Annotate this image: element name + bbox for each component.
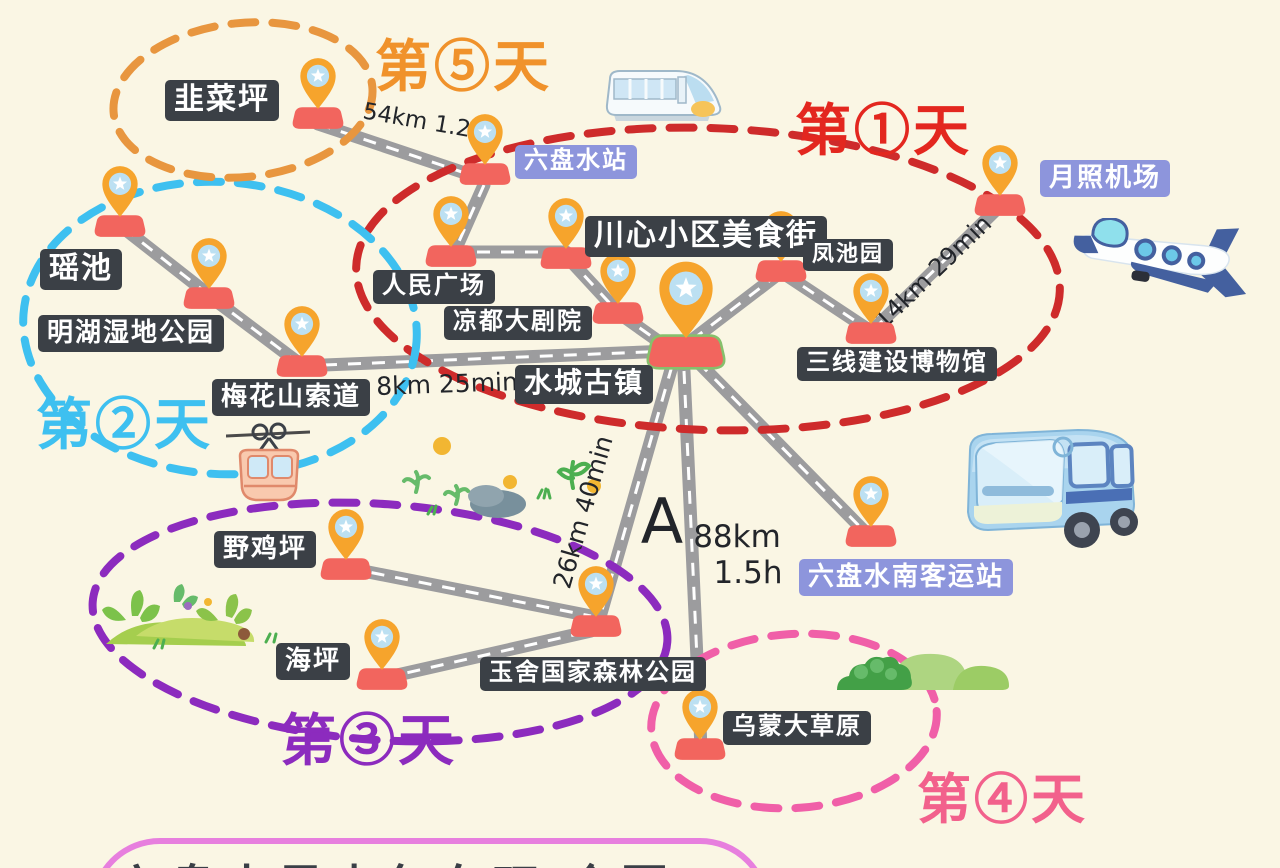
liupanshui-station-pin xyxy=(457,108,514,186)
day-4-ellipse xyxy=(647,629,941,813)
sanxian-museum-pin xyxy=(843,267,900,345)
day-2-ellipse xyxy=(19,177,421,479)
flowers-rock-icon xyxy=(398,434,603,525)
day-5-ellipse xyxy=(109,18,377,182)
shuicheng-ancient-town-pin xyxy=(643,253,729,370)
meihuashan-cableway-pin xyxy=(274,300,331,378)
bushes-icon xyxy=(833,634,1033,699)
airplane-icon xyxy=(1072,217,1252,307)
day-1-badge: 第①天 xyxy=(795,99,972,162)
day-4-badge: 第④天 xyxy=(917,770,1088,830)
shuicheng-ancient-town-label: 水城古镇 xyxy=(515,365,654,404)
renmin-square-label: 人民广场 xyxy=(373,270,495,305)
meihuashan-cableway-label: 梅花山索道 xyxy=(212,379,371,416)
plants-icon xyxy=(96,572,296,657)
liangdu-theater-pin xyxy=(590,247,647,325)
train-icon xyxy=(600,63,725,138)
road-centerline-8 xyxy=(871,204,1002,332)
road-letter-a: A xyxy=(640,484,684,558)
chuanxin-food-street-pin xyxy=(538,192,595,270)
day-2-badge: 第②天 xyxy=(36,393,213,456)
road-centerline-14 xyxy=(696,360,871,538)
jiucaiping-pin xyxy=(290,52,347,130)
day-3-badge: 第③天 xyxy=(280,709,457,772)
minghu-wetland-park-label: 明湖湿地公园 xyxy=(38,315,225,352)
sanxian-museum-label: 三线建设博物馆 xyxy=(797,347,997,382)
map-title: 六盘水景点包车玩 全圈 xyxy=(115,849,675,868)
day-3-ellipse xyxy=(88,498,672,746)
yuezhao-airport-pin xyxy=(972,139,1029,217)
road-centerline-7 xyxy=(782,271,870,332)
yejiping-pin xyxy=(318,503,375,581)
dist-town-wumeng-h: 1.5h xyxy=(713,555,783,591)
yaochi-pin xyxy=(92,160,149,238)
road-centerline-2 xyxy=(451,184,486,256)
cable-car-icon xyxy=(225,422,311,511)
dist-town-wumeng-km: 88km xyxy=(693,519,781,555)
haiping-label: 海坪 xyxy=(276,643,351,680)
day-1-ellipse xyxy=(352,123,1064,435)
road-centerline-11 xyxy=(120,224,210,297)
bus-icon xyxy=(958,426,1140,561)
yejiping-label: 野鸡坪 xyxy=(214,531,317,568)
yaochi-label: 瑶池 xyxy=(40,249,122,290)
yushe-forest-park-pin xyxy=(568,560,625,638)
wumeng-grassland-label: 乌蒙大草原 xyxy=(723,711,871,746)
liupanshui-south-bus-station-label: 六盘水南客运站 xyxy=(799,559,1014,596)
wumeng-grassland-pin xyxy=(672,683,729,761)
road-centerline-6 xyxy=(691,270,782,342)
road-centerline-10 xyxy=(210,295,301,366)
renmin-square-pin xyxy=(423,190,480,268)
road-centerline-15 xyxy=(347,566,592,618)
dist-cableway-town: 8km 25min xyxy=(375,367,519,401)
road-centerline-1 xyxy=(317,122,487,182)
minghu-wetland-park-pin xyxy=(181,232,238,310)
chuanxin-food-street-label: 川心小区美食街 xyxy=(585,216,827,257)
liupanshui-station-label: 六盘水站 xyxy=(515,145,637,180)
fengchiyuan-label: 凤池园 xyxy=(803,239,894,272)
yushe-forest-park-label: 玉舍国家森林公园 xyxy=(480,657,706,692)
road-segment-9 xyxy=(293,344,677,373)
yuezhao-airport-label: 月照机场 xyxy=(1040,160,1171,197)
haiping-pin xyxy=(354,613,411,691)
day-5-badge: 第⑤天 xyxy=(375,35,552,98)
road-centerline-16 xyxy=(383,629,592,680)
liangdu-theater-label: 凉都大剧院 xyxy=(444,306,592,341)
liupanshui-south-bus-station-pin xyxy=(843,470,900,548)
jiucaiping-label: 韭菜坪 xyxy=(165,80,279,121)
